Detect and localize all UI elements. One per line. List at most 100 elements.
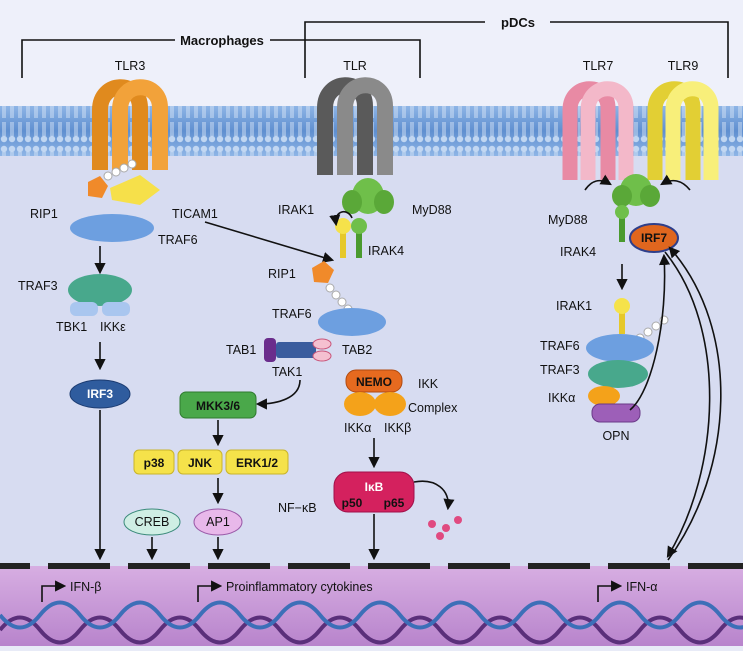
arrow-opn-irf7 (629, 253, 671, 411)
tlr-receptor (317, 77, 393, 175)
tlr9-receptor (647, 81, 719, 180)
arrow-ikb-degradation (413, 480, 455, 511)
irak1-right-node (614, 298, 630, 334)
traf3-left-node (68, 274, 132, 306)
irf3-label: IRF3 (87, 387, 113, 401)
ifnb-label: IFN-β (70, 580, 102, 594)
p38-node (133, 449, 175, 475)
irf7-node (629, 223, 679, 253)
arrow-irak-cycle (329, 211, 353, 227)
erk12-label: ERK1/2 (236, 456, 278, 470)
traf6-right-label: TRAF6 (540, 339, 580, 353)
arrow-tlr9-myd88 (660, 174, 691, 191)
complex-label: Complex (408, 401, 458, 415)
macrophages-label: Macrophages (180, 33, 264, 48)
dna-helix (0, 600, 743, 645)
nemo-label: NEMO (356, 375, 392, 389)
traf6-mid-label: TRAF6 (272, 307, 312, 321)
jnk-label: JNK (188, 456, 212, 470)
ap1-label: AP1 (206, 515, 230, 529)
creb-node (123, 508, 181, 536)
rip1-left-label: RIP1 (30, 207, 58, 221)
tlr7-receptor (562, 81, 634, 180)
degraded-ikb (428, 516, 462, 540)
tab1-node (264, 338, 276, 362)
creb-label: CREB (135, 515, 170, 529)
erk12-node (225, 449, 289, 475)
p38-label: p38 (144, 456, 165, 470)
ikka-mid-label: IKKα (344, 421, 371, 435)
opn-label: OPN (602, 429, 629, 443)
myd88-right-node (612, 174, 660, 207)
tak1-node (276, 342, 316, 358)
tlr7-label: TLR7 (583, 59, 614, 73)
p65-label: p65 (384, 496, 405, 510)
tab1-label: TAB1 (226, 343, 256, 357)
tlr3-receptor (92, 79, 168, 205)
ikb-label: IκB (365, 480, 384, 494)
cytokines-label: Proinflammatory cytokines (226, 580, 373, 594)
irak4-right-node (615, 205, 629, 242)
ikka-right-label: IKKα (548, 391, 575, 405)
opn-node (591, 403, 641, 423)
nemo-node (345, 369, 403, 393)
tab2-label: TAB2 (342, 343, 372, 357)
arrow-tlr7-myd88 (584, 174, 612, 191)
tss-ifna (597, 580, 623, 602)
pdcs-label: pDCs (501, 15, 535, 30)
ubiquitin-chain-left (103, 159, 137, 181)
mkk36-label: MKK3/6 (196, 399, 240, 413)
traf6-left-node (70, 214, 154, 242)
tlr3-label: TLR3 (115, 59, 146, 73)
irak4-mid-label: IRAK4 (368, 244, 404, 258)
tss-cytokines (197, 580, 223, 602)
irak1-mid-label: IRAK1 (278, 203, 314, 217)
tbk1-node (70, 302, 98, 316)
macrophages-bracket (21, 39, 421, 78)
pdcs-bracket (304, 21, 729, 78)
mkk36-node (179, 391, 257, 419)
tbk1-label: TBK1 (56, 320, 87, 334)
ikke-label: IKKε (100, 320, 126, 334)
ikkb-mid-node (374, 392, 406, 416)
myd88-mid-node (342, 178, 394, 214)
traf6-left-label: TRAF6 (158, 233, 198, 247)
rip1-mid-label: RIP1 (268, 267, 296, 281)
arrow-ticam1-rip1 (204, 221, 335, 263)
ifna-label: IFN-α (626, 580, 658, 594)
nfkb-label: NF−κB (278, 501, 317, 515)
irak4-mid-node (351, 218, 367, 258)
traf3-left-label: TRAF3 (18, 279, 58, 293)
p50-label: p50 (342, 496, 363, 510)
rip1-mid-node (312, 261, 334, 283)
tlr-label: TLR (343, 59, 367, 73)
irak1-right-label: IRAK1 (556, 299, 592, 313)
rip1-left-node (88, 176, 108, 198)
ikkb-mid-label: IKKβ (384, 421, 411, 435)
arrow-irf7-nucleus (664, 251, 711, 558)
traf3-right-label: TRAF3 (540, 363, 580, 377)
ikke-node (102, 302, 130, 316)
traf6-mid-node (318, 308, 386, 336)
tss-ifnb (41, 580, 67, 602)
tlr9-label: TLR9 (668, 59, 699, 73)
tak1-label: TAK1 (272, 365, 302, 379)
irf7-label: IRF7 (641, 231, 667, 245)
ikka-right-node (588, 386, 620, 406)
mapk-group (133, 449, 289, 475)
tab2-node (312, 338, 332, 362)
irf3-node (69, 379, 131, 409)
arrow-tak1-mkk (255, 379, 301, 410)
myd88-right-label: MyD88 (548, 213, 588, 227)
arrow-nucleus-irf7 (667, 246, 722, 561)
ap1-node (193, 508, 243, 536)
ikk-label: IKK (418, 377, 439, 391)
traf6-right-node (586, 334, 654, 362)
ticam1-label: TICAM1 (172, 207, 218, 221)
ikka-mid-node (344, 392, 376, 416)
jnk-node (177, 449, 223, 475)
irak4-right-label: IRAK4 (560, 245, 596, 259)
myd88-mid-label: MyD88 (412, 203, 452, 217)
nfkb-complex-node (333, 471, 415, 513)
